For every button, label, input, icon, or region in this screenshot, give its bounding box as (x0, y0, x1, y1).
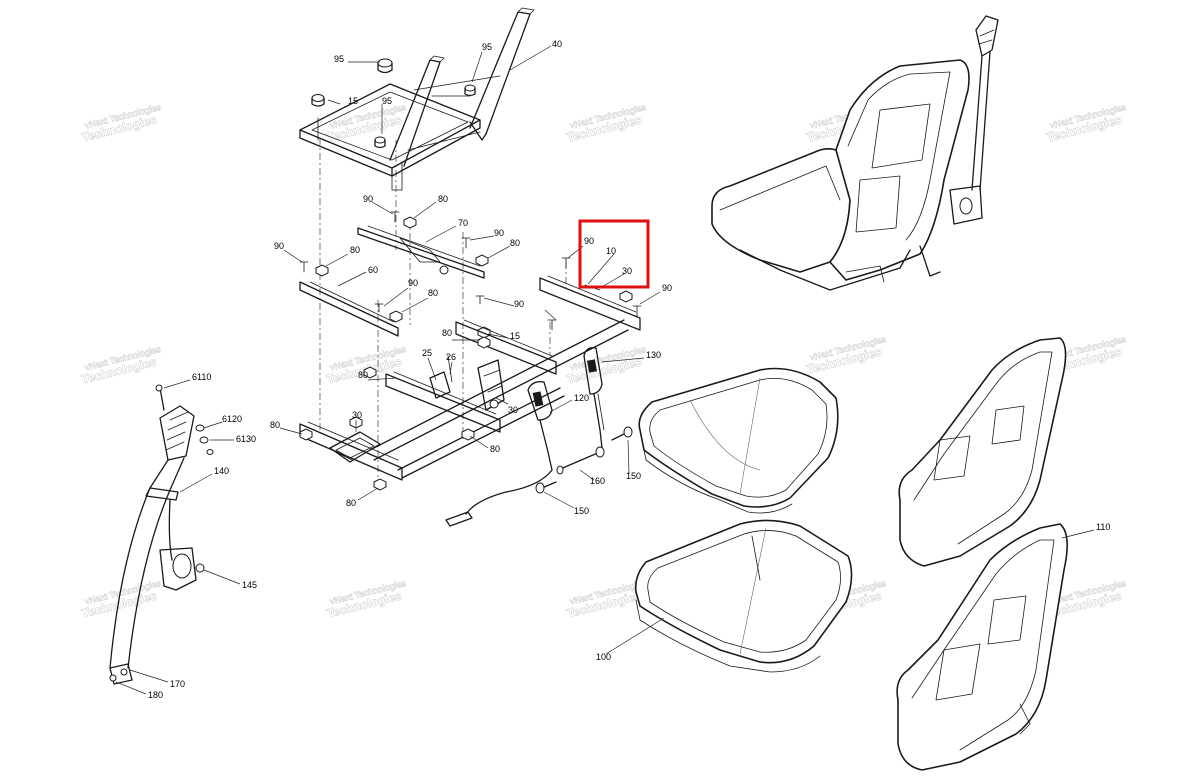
watermark: vNext Technologies Technologies (80, 344, 163, 387)
part-label: 80 (428, 288, 438, 298)
part-label: 26 (446, 352, 456, 362)
part-label: 40 (552, 39, 562, 49)
part-label: 95 (334, 54, 344, 64)
part-label: 30 (508, 405, 518, 415)
part-label: 80 (438, 194, 448, 204)
part-label: 80 (350, 245, 360, 255)
highlight-box (578, 219, 650, 289)
part-label: 90 (584, 236, 594, 246)
watermark: vNext Technologies Technologies (325, 344, 408, 387)
part-label: 120 (574, 393, 589, 403)
part-label: 6110 (192, 372, 211, 382)
seat-back-front (896, 523, 1068, 771)
seat-cushion-lower (634, 519, 853, 673)
seat-frame-upper (299, 7, 535, 191)
part-label: 160 (590, 476, 605, 486)
part-label: 80 (442, 328, 452, 338)
watermark: vNext Technologies Technologies (80, 102, 163, 145)
part-label: 60 (368, 265, 378, 275)
watermark: vNext Technologies Technologies (805, 334, 888, 377)
part-label: 90 (274, 241, 284, 251)
part-label: 95 (482, 42, 492, 52)
part-label: 80 (270, 420, 280, 430)
part-label: 90 (494, 228, 504, 238)
part-label: 10 (606, 246, 616, 256)
part-label: 140 (214, 466, 229, 476)
part-label: 150 (626, 471, 641, 481)
part-label: 15 (348, 96, 358, 106)
watermark: vNext Technologies Technologies (565, 102, 648, 145)
part-label: 170 (170, 679, 185, 689)
watermark: vNext Technologies Technologies (1045, 102, 1128, 145)
part-label: 95 (382, 96, 392, 106)
part-label: 90 (363, 194, 373, 204)
part-label: 25 (422, 348, 432, 358)
part-label: 30 (352, 410, 362, 420)
slide-rails (299, 211, 642, 339)
part-label: 130 (646, 350, 661, 360)
leader-lines (115, 45, 1095, 695)
left-seat-belt (109, 384, 214, 685)
watermark: vNext Technologies Technologies (565, 344, 648, 387)
part-label: 6120 (222, 414, 242, 424)
seat-back-rear (898, 337, 1067, 567)
part-label: 80 (358, 370, 368, 380)
part-label: 90 (514, 299, 524, 309)
part-labels: 95 40 95 15 95 90 80 70 90 80 90 80 60 9… (148, 39, 1110, 700)
buckle-assembly (445, 347, 633, 527)
part-label: 70 (458, 218, 468, 228)
part-label: 6130 (236, 434, 256, 444)
part-label: 15 (510, 331, 520, 341)
seat-cushion-upper (638, 367, 839, 514)
part-label: 80 (510, 238, 520, 248)
part-label: 100 (596, 652, 611, 662)
part-label: 30 (622, 266, 632, 276)
part-label: 180 (148, 690, 163, 700)
watermark: vNext Technologies Technologies (325, 578, 408, 621)
seat-assembly-complete (711, 15, 999, 291)
part-label: 90 (408, 278, 418, 288)
seat-base-frame (299, 275, 641, 491)
part-label: 80 (346, 498, 356, 508)
watermark: vNext Technologies Technologies (325, 102, 408, 145)
part-label: 110 (1096, 522, 1110, 532)
part-label: 90 (662, 283, 672, 293)
part-label: 80 (490, 444, 500, 454)
part-label: 145 (242, 580, 257, 590)
part-label: 150 (574, 506, 589, 516)
